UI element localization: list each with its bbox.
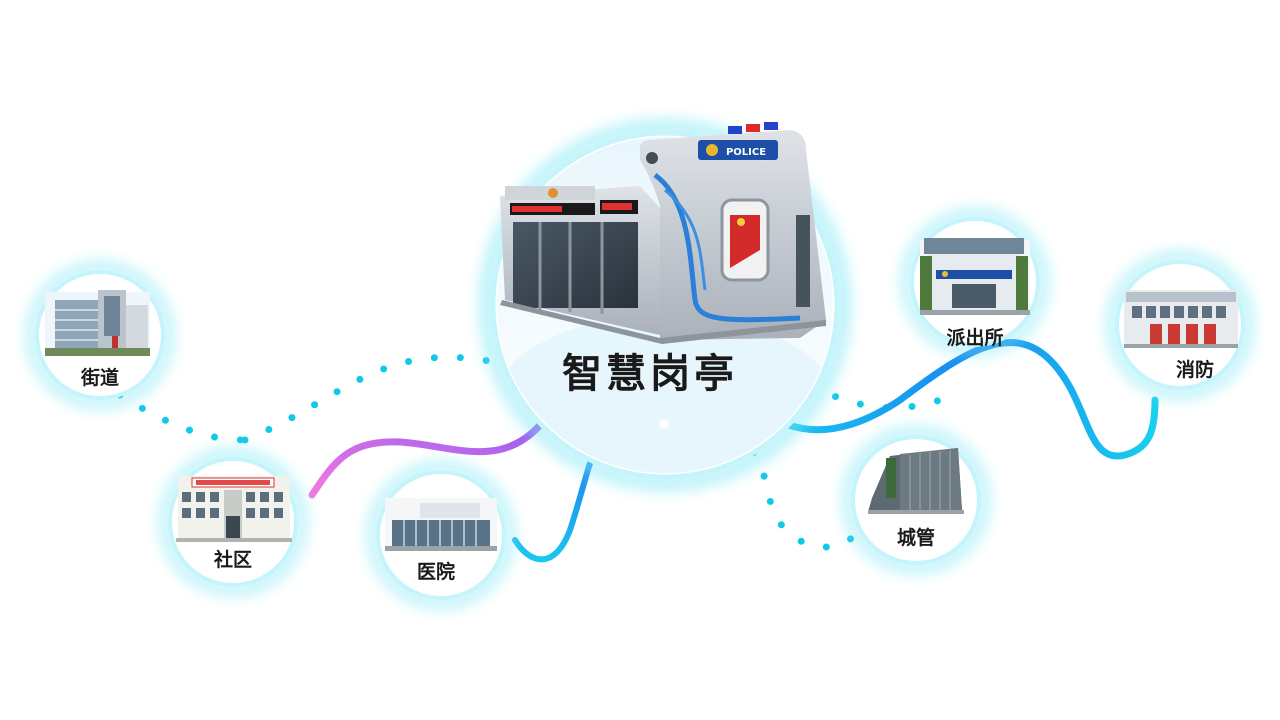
node-police-station-label: 派出所 bbox=[946, 326, 1003, 349]
city-hall-icon bbox=[868, 448, 964, 514]
dotted-line-center-urban bbox=[661, 408, 859, 551]
node-community[interactable]: 社区 bbox=[159, 448, 307, 596]
community-center-icon bbox=[176, 476, 292, 542]
fire-station-icon bbox=[1124, 290, 1238, 348]
wave-line-community-center bbox=[308, 421, 544, 499]
police-booth-icon: POLICE bbox=[500, 122, 826, 344]
dotted-line-community-center bbox=[241, 353, 524, 444]
office-building-icon bbox=[45, 290, 150, 356]
node-fire-label: 消防 bbox=[1176, 358, 1214, 381]
node-fire[interactable]: 消防 bbox=[1106, 251, 1254, 399]
node-police-station[interactable]: 派出所 bbox=[901, 208, 1049, 356]
hospital-building-icon bbox=[385, 498, 497, 551]
node-community-label: 社区 bbox=[213, 548, 252, 571]
center-title: 智慧岗亭 bbox=[562, 351, 738, 397]
node-street[interactable]: 街道 bbox=[26, 261, 174, 409]
police-station-icon bbox=[920, 238, 1030, 315]
booth-police-sign: POLICE bbox=[726, 147, 766, 158]
node-street-label: 街道 bbox=[80, 366, 119, 389]
node-urban-management[interactable]: 城管 bbox=[842, 426, 990, 574]
node-hospital-label: 医院 bbox=[417, 560, 455, 583]
node-hospital[interactable]: 医院 bbox=[367, 461, 515, 609]
wave-line-center-police-fire bbox=[741, 339, 1159, 460]
node-urban-management-label: 城管 bbox=[897, 526, 935, 549]
dotted-line-street-community bbox=[116, 391, 249, 444]
center-node-smart-booth: POLICE 智慧岗亭 bbox=[479, 119, 851, 491]
